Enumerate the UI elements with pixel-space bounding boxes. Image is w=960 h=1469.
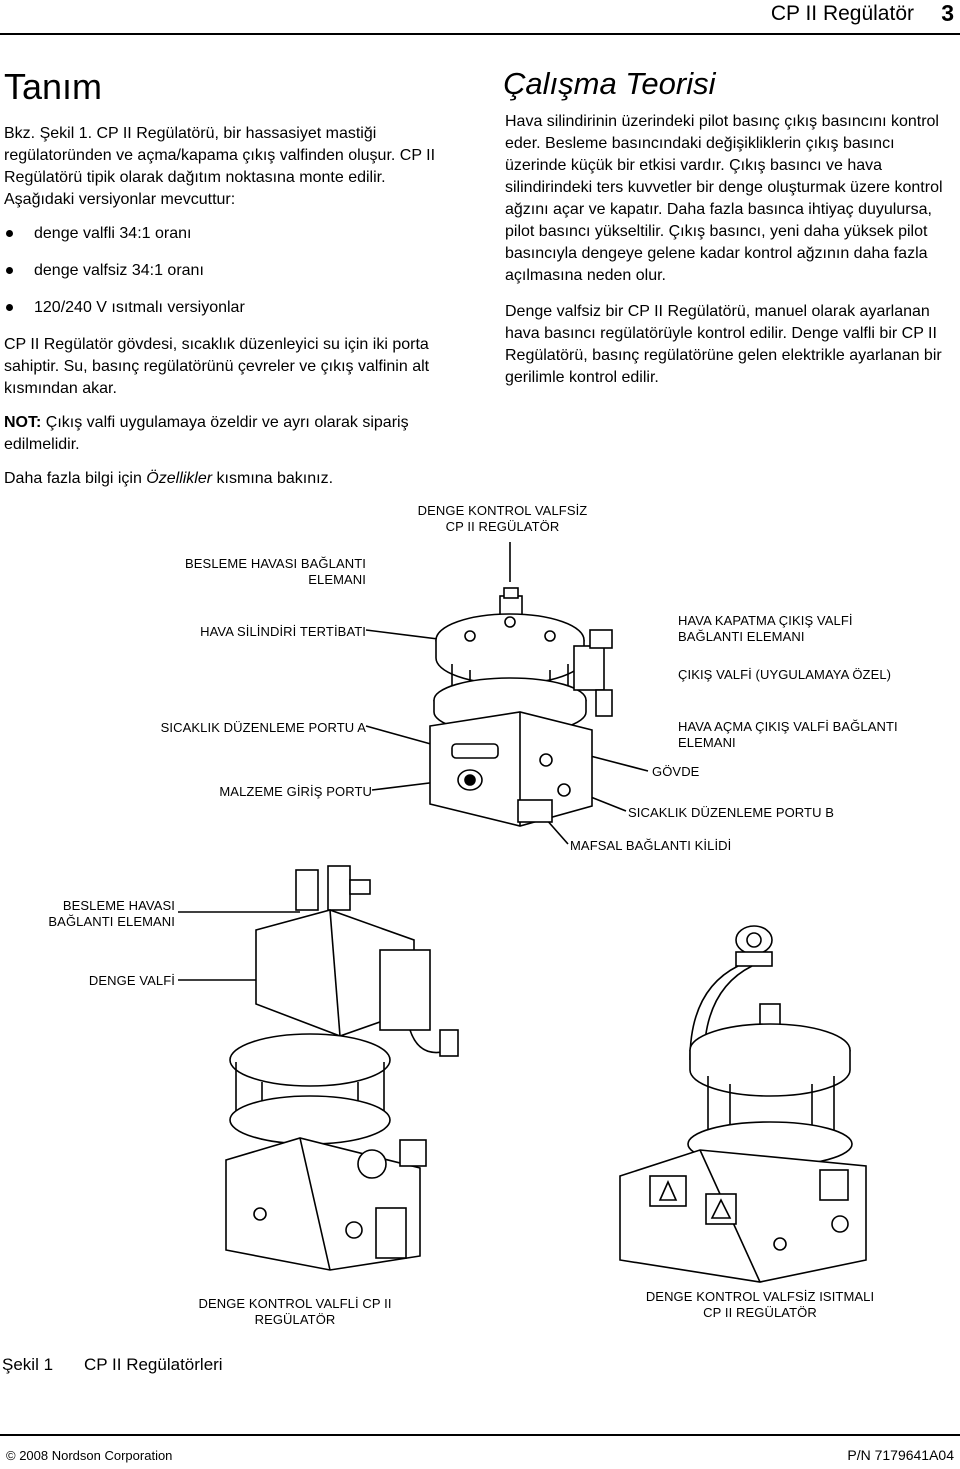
bottom-right-regulator-illustration	[619, 925, 867, 1283]
label-air-cylinder: HAVA SİLİNDİRİ TERTİBATI	[200, 624, 366, 639]
specs-reference: Özellikler	[146, 470, 213, 487]
bullet-icon	[6, 304, 13, 311]
caption-bottom-left: DENGE KONTROL VALFLİ CP II REGÜLATÖR	[198, 1296, 392, 1327]
theory-paragraph-2: Denge valfsiz bir CP II Regülatörü, manu…	[505, 303, 942, 386]
figure-caption: CP II Regülatörleri	[84, 1355, 223, 1374]
bullet-icon	[6, 267, 13, 274]
footer-copyright: © 2008 Nordson Corporation	[6, 1448, 173, 1463]
list-item: 120/240 V ısıtmalı versiyonlar	[4, 297, 444, 319]
note-text: Çıkış valfi uygulamaya özeldir ve ayrı o…	[4, 414, 409, 453]
intro-paragraph: Bkz. Şekil 1. CP II Regülatörü, bir hass…	[4, 125, 436, 208]
label-body: GÖVDE	[652, 764, 700, 779]
body-ports-paragraph: CP II Regülatör gövdesi, sıcaklık düzenl…	[4, 336, 430, 397]
figure-number: Şekil 1	[2, 1355, 54, 1374]
left-column: Bkz. Şekil 1. CP II Regülatörü, bir hass…	[4, 123, 444, 499]
caption-bottom-right: DENGE KONTROL VALFSİZ ISITMALI CP II REG…	[645, 1289, 875, 1320]
note-paragraph: NOT: Çıkış valfi uygulamaya özeldir ve a…	[4, 412, 444, 456]
label-supply-fitting: BESLEME HAVASI BAĞLANTI ELEMANI	[185, 556, 366, 587]
versions-list: denge valfli 34:1 oranı denge valfsiz 34…	[4, 223, 444, 319]
section-heading-description: Tanım	[4, 66, 103, 107]
right-column: Hava silindirinin üzerindeki pilot basın…	[505, 111, 945, 398]
footer-rule	[0, 1434, 960, 1436]
header-rule	[0, 33, 960, 35]
label-temp-port-a: SICAKLIK DÜZENLEME PORTU A	[160, 720, 366, 735]
running-header-title: CP II Regülatör	[770, 2, 914, 25]
label-bl-supply-fitting: BESLEME HAVASI BAĞLANTI ELEMANI	[48, 898, 175, 929]
figure-top-title: DENGE KONTROL VALFSİZ CP II REGÜLATÖR	[417, 503, 588, 534]
top-regulator-illustration	[365, 542, 649, 845]
bottom-left-regulator-illustration	[178, 865, 459, 1271]
footer-part-number: P/N 7179641A04	[847, 1447, 954, 1463]
section-heading-theory: Çalışma Teorisi	[503, 66, 716, 101]
label-air-close-fitting: HAVA KAPATMA ÇIKIŞ VALFİ BAĞLANTI ELEMAN…	[678, 613, 853, 644]
copyright-icon: ©	[6, 1448, 16, 1463]
label-balance-valve: DENGE VALFİ	[88, 973, 175, 988]
label-outlet-valve: ÇIKIŞ VALFİ (UYGULAMAYA ÖZEL)	[678, 667, 892, 682]
bullet-icon	[6, 230, 13, 237]
label-air-open-fitting: HAVA AÇMA ÇIKIŞ VALFİ BAĞLANTI ELEMANI	[678, 719, 898, 750]
list-item: denge valfli 34:1 oranı	[4, 223, 444, 245]
label-swivel-lock: MAFSAL BAĞLANTI KİLİDİ	[570, 838, 732, 853]
list-item: denge valfsiz 34:1 oranı	[4, 260, 444, 282]
note-label: NOT:	[4, 414, 42, 431]
more-info-paragraph: Daha fazla bilgi için Özellikler kısmına…	[4, 470, 334, 487]
theory-paragraph-1: Hava silindirinin üzerindeki pilot basın…	[505, 113, 943, 284]
label-temp-port-b: SICAKLIK DÜZENLEME PORTU B	[628, 805, 835, 820]
page-number: 3	[941, 0, 954, 26]
label-material-inlet: MALZEME GİRİŞ PORTU	[219, 784, 372, 799]
